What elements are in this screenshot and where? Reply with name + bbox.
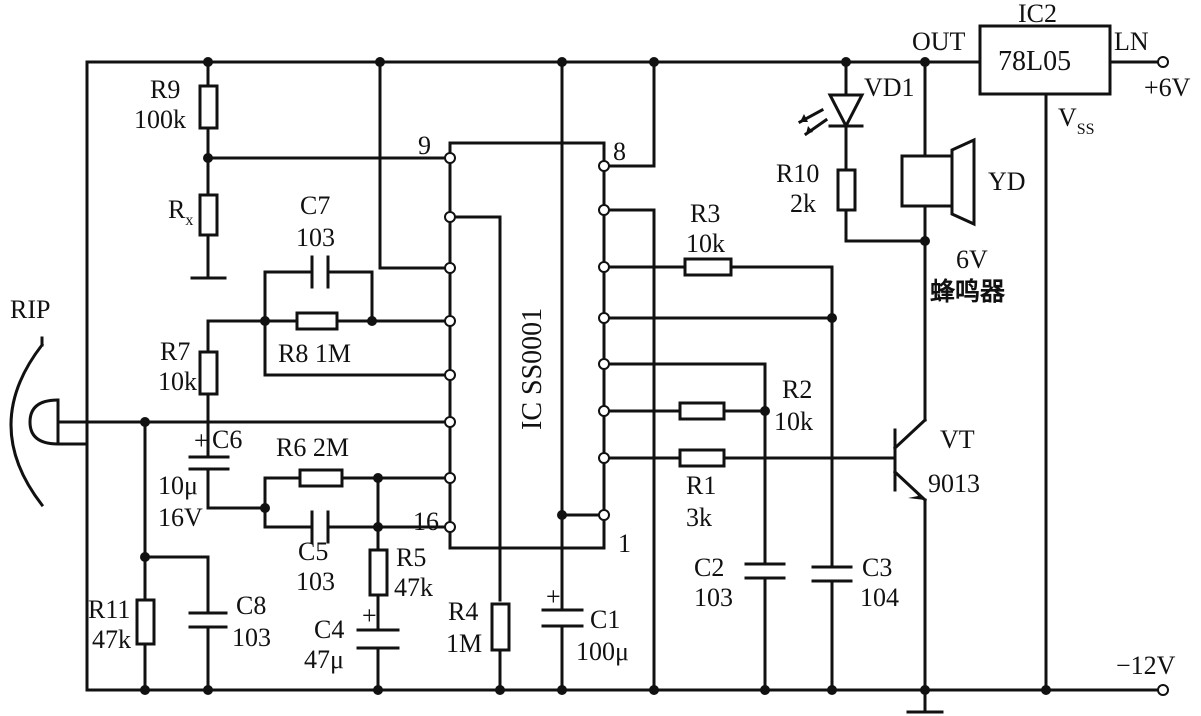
buzzer-voltage: 6V <box>956 245 988 274</box>
ic2-label: IC2 <box>1018 0 1057 28</box>
resistor-r5: R5 47k <box>368 543 433 602</box>
resistor-r6: R6 2M <box>276 433 349 488</box>
r10-value: 2k <box>790 189 816 218</box>
pyroelectric-sensor-rip: RIP <box>9 295 89 508</box>
resistor-r3: R3 10k <box>683 199 733 277</box>
pin1-label: 1 <box>618 529 631 558</box>
c6-value-1: 10μ <box>158 471 198 500</box>
out-label: OUT <box>912 27 966 56</box>
c5-label: C5 <box>298 537 328 566</box>
c8-value: 103 <box>232 623 271 652</box>
r6-label: R6 2M <box>276 433 349 462</box>
r7-value: 10k <box>158 367 197 396</box>
c1-plus: + <box>546 582 561 611</box>
capacitor-c5: C5 103 <box>296 510 335 596</box>
resistor-r1: R1 3k <box>678 448 726 532</box>
r5-label: R5 <box>396 543 426 572</box>
r3-value: 10k <box>686 229 725 258</box>
resistor-r8: R8 1M <box>278 311 351 368</box>
regulator-78l05: 78L05 IC2 OUT LN +6V VSS <box>912 0 1191 692</box>
r7-label: R7 <box>160 337 190 366</box>
r10-label: R10 <box>776 159 819 188</box>
v-pos-label: +6V <box>1144 73 1191 102</box>
yd-label: YD <box>988 167 1026 196</box>
c6-plus: + <box>194 426 209 455</box>
ln-label: LN <box>1114 27 1149 56</box>
vss-label: VSS <box>1058 103 1095 138</box>
vd1-label: VD1 <box>864 73 915 102</box>
c7-value: 103 <box>296 223 335 252</box>
r11-value: 47k <box>92 625 131 654</box>
r1-value: 3k <box>686 503 712 532</box>
c1-label: C1 <box>590 605 620 634</box>
top-rail <box>85 60 982 692</box>
ic-main-label: IC SS0001 <box>517 308 548 430</box>
vt-part: 9013 <box>928 469 980 498</box>
r3-label: R3 <box>690 199 720 228</box>
resistor-rx: Rx <box>168 193 227 280</box>
c3-value: 104 <box>860 583 899 612</box>
negative-terminal: −12V <box>1116 651 1176 696</box>
c3-label: C3 <box>862 553 892 582</box>
c4-label: C4 <box>314 615 344 644</box>
ic-pins <box>444 152 610 533</box>
capacitor-c7: C7 103 <box>296 191 335 289</box>
r2-label: R2 <box>782 375 812 404</box>
c2-label: C2 <box>694 553 724 582</box>
resistor-r7: R7 10k <box>158 319 219 459</box>
buzzer-chinese-label: 蜂鸣器 <box>930 277 1006 306</box>
c4-plus: + <box>362 601 377 630</box>
capacitor-c4: + C4 47μ <box>304 601 400 674</box>
c7-label: C7 <box>300 191 330 220</box>
led-vd1: VD1 <box>797 60 915 172</box>
resistor-r9: R9 100k <box>134 60 219 197</box>
rip-label: RIP <box>10 295 50 324</box>
c2-value: 103 <box>694 583 733 612</box>
ic-left-nets <box>56 60 502 692</box>
r9-label: R9 <box>150 75 180 104</box>
resistor-r2: R2 10k <box>678 375 813 436</box>
r4-label: R4 <box>448 597 478 626</box>
c8-label: C8 <box>236 591 266 620</box>
resistor-r4: R4 1M <box>446 597 511 658</box>
junction-dots <box>140 57 1051 695</box>
r1-label: R1 <box>686 471 716 500</box>
r4-value: 1M <box>446 629 482 658</box>
resistor-r11: R11 47k <box>88 420 156 692</box>
r5-value: 47k <box>394 573 433 602</box>
ic-ss0001: IC SS0001 9 8 16 1 <box>413 131 631 558</box>
vt-label: VT <box>940 425 975 454</box>
c5-value: 103 <box>296 567 335 596</box>
transistor-vt: VT 9013 <box>892 417 980 714</box>
resistor-r10: R10 2k <box>776 159 927 243</box>
reg-label: 78L05 <box>998 46 1071 77</box>
r2-value: 10k <box>774 407 813 436</box>
r8-label: R8 1M <box>278 339 351 368</box>
capacitor-c2: C2 103 <box>694 553 786 612</box>
pin8-label: 8 <box>613 137 626 166</box>
v-neg-label: −12V <box>1116 651 1176 680</box>
r11-label: R11 <box>88 595 130 624</box>
capacitor-c6: + C6 10μ 16V <box>158 425 242 532</box>
c6-value-2: 16V <box>158 503 203 532</box>
capacitor-c3: C3 104 <box>811 553 899 612</box>
c1-value: 100μ <box>576 637 629 666</box>
rx-label: Rx <box>168 195 193 229</box>
c6-label: C6 <box>212 425 242 454</box>
pin16-label: 16 <box>413 507 439 536</box>
pin9-label: 9 <box>418 131 431 160</box>
capacitor-c1: + C1 100μ <box>541 582 629 666</box>
c4-value: 47μ <box>304 645 344 674</box>
r9-value: 100k <box>134 105 186 134</box>
ic-right-nets <box>498 60 897 692</box>
buzzer-yd: YD 6V 蜂鸣器 <box>900 60 1026 422</box>
capacitor-c8: C8 103 <box>143 555 271 692</box>
